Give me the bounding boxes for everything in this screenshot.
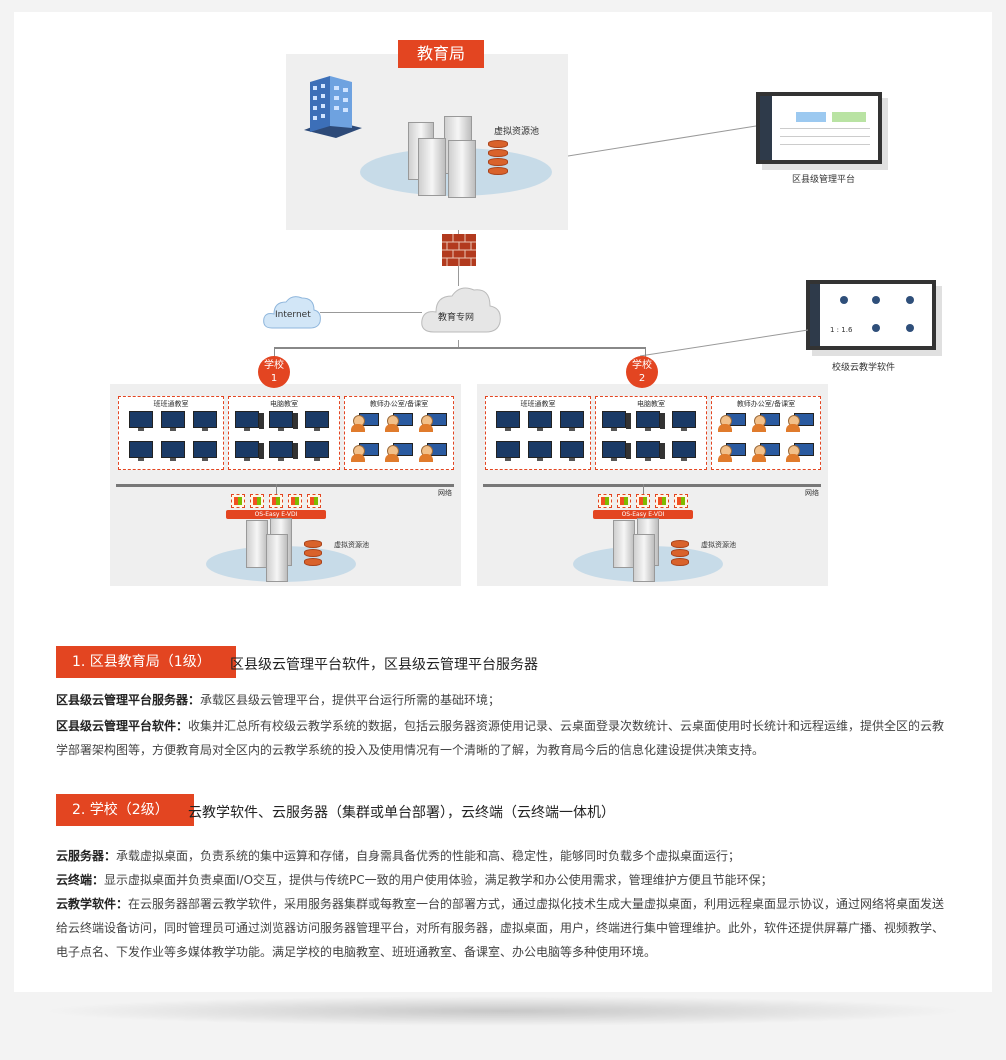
distribution-bus <box>274 347 646 349</box>
school1-pool-label: 虚拟资源池 <box>334 541 369 549</box>
server-icon <box>633 534 655 582</box>
link-line <box>458 230 459 234</box>
section2-item-software: 云教学软件：在云服务器部署云教学软件，采用服务器集群或每教室一台的部署方式，通过… <box>56 897 945 959</box>
desktop-tile-icon <box>598 494 612 508</box>
school1-network-label: 网络 <box>438 489 452 497</box>
link-line <box>643 484 644 494</box>
desktop-tile-icon <box>231 494 245 508</box>
card-shadow <box>40 996 966 1026</box>
internet-label: Internet <box>275 310 311 320</box>
private-network-cloud-icon <box>421 287 501 333</box>
school-software-screenshot: 1 : 1.6 <box>806 280 936 350</box>
desktop-tile-icon <box>674 494 688 508</box>
firewall-icon <box>442 234 476 266</box>
internet-cloud-icon <box>263 296 321 329</box>
school2-network-line <box>483 484 821 487</box>
server-icon <box>448 140 476 198</box>
connector-line <box>640 329 809 357</box>
school1-vdi-bar: OS-Easy E-VDI <box>226 510 326 519</box>
section1-badge: 1. 区县教育局（1级） <box>56 646 236 678</box>
server-icon <box>418 138 446 196</box>
database-icon <box>488 140 508 176</box>
room-classroom: 班班通教室 <box>485 396 591 470</box>
section1-heading: 区县级云管理平台软件，区县级云管理平台服务器 <box>230 657 538 673</box>
section2-badge: 2. 学校（2级） <box>56 794 194 826</box>
room-teacher-office: 教师办公室/备课室 <box>344 396 454 470</box>
desktop-tile-icon <box>655 494 669 508</box>
server-icon <box>266 534 288 582</box>
link-line <box>458 340 459 348</box>
building-icon <box>304 76 362 138</box>
link-line <box>274 347 275 363</box>
database-icon <box>671 540 689 567</box>
connector-line <box>568 125 757 157</box>
desktop-tile-icon <box>307 494 321 508</box>
room-computer-lab: 电脑教室 <box>228 396 340 470</box>
bureau-title: 教育局 <box>398 40 484 68</box>
desktop-tile-icon <box>288 494 302 508</box>
link-line <box>458 266 459 286</box>
server-icon <box>246 520 268 568</box>
private-network-label: 教育专网 <box>438 313 475 323</box>
district-platform-screenshot <box>756 92 882 164</box>
section2-item-terminal: 云终端：显示虚拟桌面并负责桌面I/O交互，提供与传统PC一致的用户使用体验，满足… <box>56 873 773 887</box>
virtual-pool-label: 虚拟资源池 <box>494 127 540 137</box>
section1-item-server: 区县级云管理平台服务器：承载区县级云管理平台，提供平台运行所需的基础环境； <box>56 693 501 707</box>
link-line <box>645 347 646 363</box>
school-software-label: 校级云教学软件 <box>832 363 896 373</box>
room-classroom: 班班通教室 <box>118 396 224 470</box>
district-platform-label: 区县级管理平台 <box>792 175 856 185</box>
link-line <box>276 484 277 494</box>
link-line <box>320 312 422 313</box>
section2-item-server: 云服务器：承载虚拟桌面，负责系统的集中运算和存储，自身需具备优秀的性能和高、稳定… <box>56 849 741 863</box>
server-icon <box>613 520 635 568</box>
desktop-tile-icon <box>269 494 283 508</box>
school1-network-line <box>116 484 454 487</box>
school2-vdi-bar: OS-Easy E-VDI <box>593 510 693 519</box>
school2-pool-label: 虚拟资源池 <box>701 541 736 549</box>
desktop-tile-icon <box>250 494 264 508</box>
screen-stats: 1 : 1.6 <box>830 326 853 334</box>
room-computer-lab: 电脑教室 <box>595 396 707 470</box>
desktop-tile-icon <box>636 494 650 508</box>
database-icon <box>304 540 322 567</box>
room-teacher-office: 教师办公室/备课室 <box>711 396 821 470</box>
school2-network-label: 网络 <box>805 489 819 497</box>
desktop-tile-icon <box>617 494 631 508</box>
section1-item-software: 区县级云管理平台软件：收集并汇总所有校级云教学系统的数据，包括云服务器资源使用记… <box>56 719 945 757</box>
section2-heading: 云教学软件、云服务器（集群或单台部署），云终端（云终端一体机） <box>188 805 615 821</box>
